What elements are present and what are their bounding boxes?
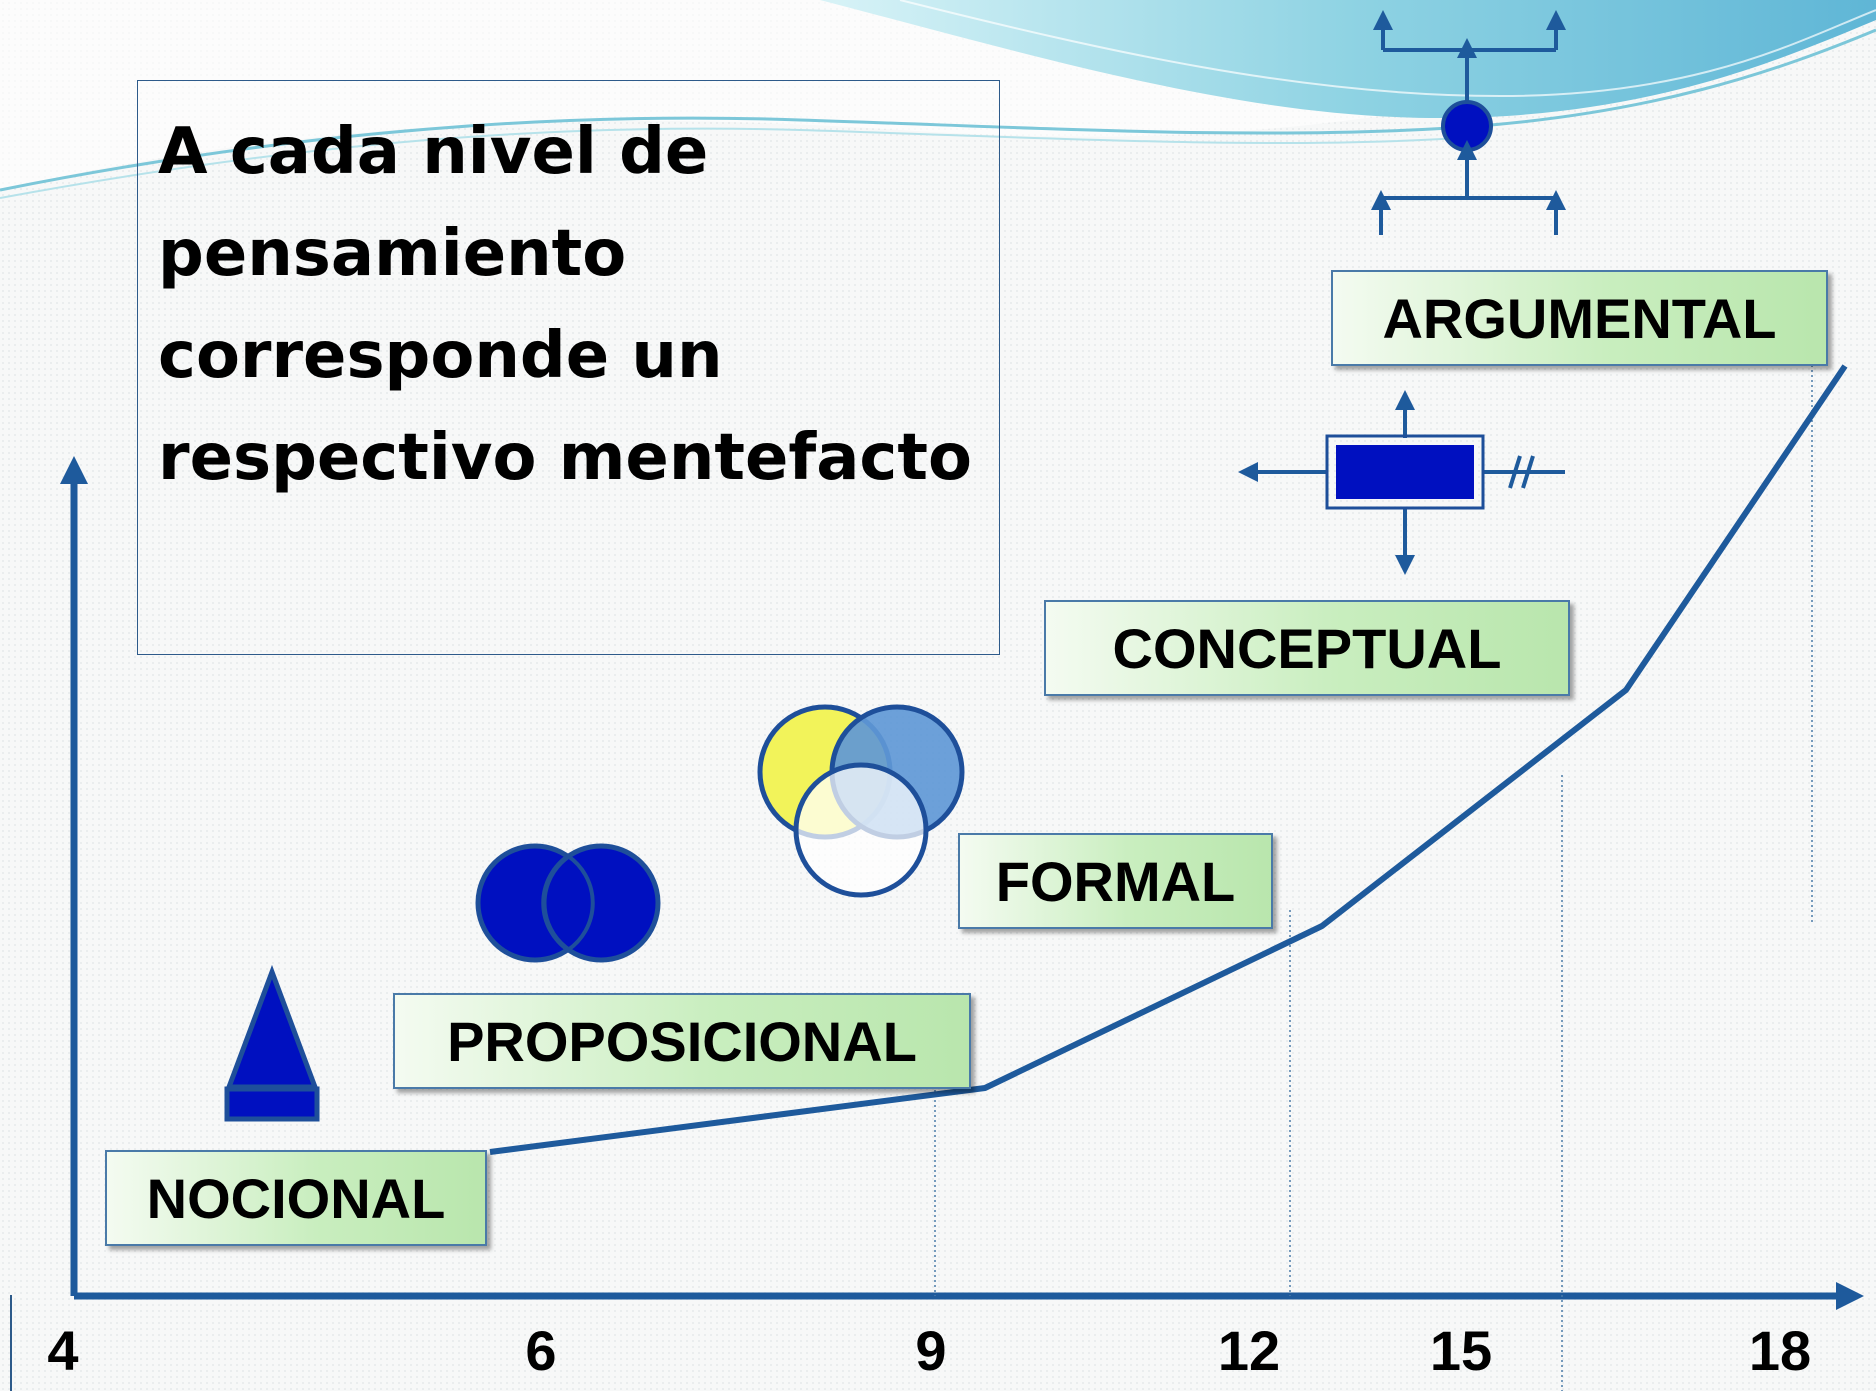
level-label-conceptual: CONCEPTUAL xyxy=(1044,600,1570,696)
x-tick-label: 12 xyxy=(1217,1319,1281,1382)
two-overlapping-circles-icon xyxy=(475,843,661,963)
x-tick-label: 6 xyxy=(525,1319,557,1382)
level-label-formal: FORMAL xyxy=(958,833,1273,929)
growth-curve xyxy=(489,364,1848,1155)
x-tick-label: 18 xyxy=(1748,1319,1812,1382)
triangle-on-rectangle-icon xyxy=(224,964,320,1122)
slide-title: A cada nivel de pensamiento corresponde … xyxy=(158,115,972,495)
x-tick-label: 4 xyxy=(47,1319,79,1382)
x-tick-label: 9 xyxy=(915,1319,947,1382)
level-label-proposicional: PROPOSICIONAL xyxy=(393,993,971,1089)
argumental-mentefacto-icon xyxy=(1371,10,1566,235)
three-circle-venn-icon xyxy=(757,704,965,898)
guide-lines xyxy=(934,330,1813,1391)
level-label-nocional: NOCIONAL xyxy=(105,1150,487,1246)
x-axis-label-frame xyxy=(10,1295,1875,1391)
conceptual-mentefacto-icon xyxy=(1238,390,1565,575)
title-box: A cada nivel de pensamiento corresponde … xyxy=(137,80,1000,655)
header-wave-decoration xyxy=(0,0,1876,199)
x-tick-label: 15 xyxy=(1429,1319,1493,1382)
level-label-argumental: ARGUMENTAL xyxy=(1331,270,1828,366)
